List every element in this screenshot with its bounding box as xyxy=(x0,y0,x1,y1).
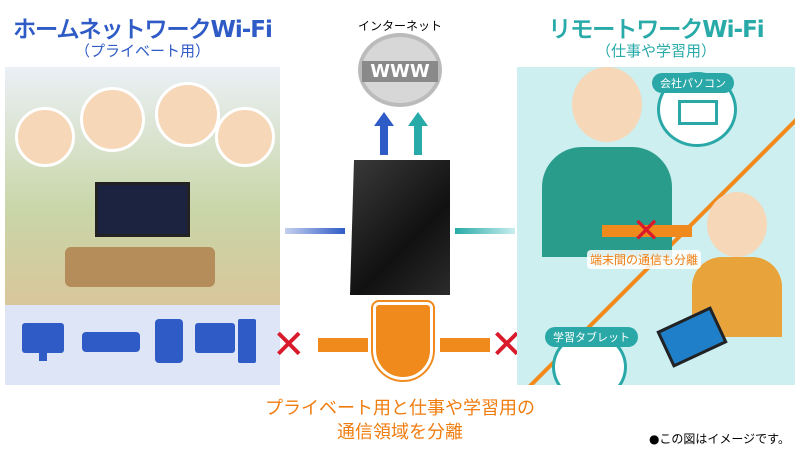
woman-avatar xyxy=(80,87,145,152)
home-wifi-subtitle: （プライベート用） xyxy=(74,42,210,60)
wifi-signal-blue-icon xyxy=(285,228,345,234)
arrow-shaft-blue xyxy=(380,125,388,155)
isolation-label: 端末間の通信も分離 xyxy=(587,250,702,269)
caption-line1: プライベート用と仕事や学習用の xyxy=(265,398,535,419)
desktop-monitor-icon xyxy=(195,323,235,353)
shield-lock-icon xyxy=(373,302,433,380)
arrow-up-blue xyxy=(374,112,394,126)
girl-avatar xyxy=(215,107,275,167)
monitor-stand xyxy=(39,353,47,361)
home-wifi-title: ホームネットワークWi-Fi xyxy=(13,17,273,43)
remote-panel: 会社パソコン 学習タブレット ✕ 端末間の通信も分離 xyxy=(517,67,795,385)
family-illustration xyxy=(5,67,280,305)
set-top-box-icon xyxy=(82,332,140,352)
www-label: WWW xyxy=(362,61,438,82)
arrow-up-teal xyxy=(408,112,428,126)
wifi-signal-teal-icon xyxy=(455,228,515,234)
man-body xyxy=(542,147,672,257)
globe-icon: WWW xyxy=(358,33,442,107)
isolation-x-icon: ✕ xyxy=(632,211,661,251)
image-note: ●この図はイメージです。 xyxy=(648,432,790,446)
caption-line2: 通信領域を分離 xyxy=(337,422,463,443)
remote-wifi-title: リモートワークWi-Fi xyxy=(548,17,764,43)
tablet-icon xyxy=(155,319,183,363)
block-x-icon-left: ✕ xyxy=(272,322,306,368)
boy-studying xyxy=(707,192,767,257)
remote-wifi-subtitle: （仕事や学習用） xyxy=(595,42,716,60)
home-devices xyxy=(5,305,280,385)
pc-tag: 会社パソコン xyxy=(652,73,734,93)
man-working xyxy=(572,67,642,142)
tablet-tag: 学習タブレット xyxy=(545,327,638,347)
table xyxy=(65,247,215,287)
boy-avatar xyxy=(15,107,75,167)
arrow-left-orange xyxy=(318,338,368,352)
monitor-icon xyxy=(22,323,64,353)
arrow-right-orange xyxy=(440,338,490,352)
pc-tower-icon xyxy=(238,319,256,363)
internet-label: インターネット xyxy=(357,19,442,33)
tv-icon xyxy=(95,182,190,237)
wifi-router xyxy=(350,160,450,295)
isolation-arrow xyxy=(602,225,692,237)
arrow-shaft-teal xyxy=(414,125,422,155)
man-avatar xyxy=(155,82,220,147)
laptop-icon xyxy=(678,100,718,125)
